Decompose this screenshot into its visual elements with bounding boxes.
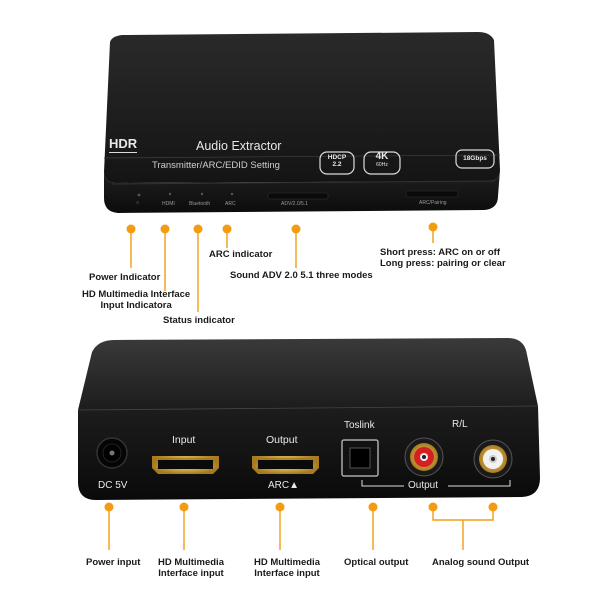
mode-button-label: ADV/2.0/5.1 <box>281 201 308 207</box>
toslink-port-label: Toslink <box>344 420 375 431</box>
hdmi-indicator-line1: HD Multimedia Interface <box>82 289 191 300</box>
bottom-device <box>77 338 540 500</box>
hdmi-indicator-label: HD Multimedia Interface Input Indicatora <box>82 289 190 311</box>
hdcp-badge-line2: 2.2 <box>332 161 342 168</box>
dc-5v-label: DC 5V <box>98 480 128 491</box>
arc-indicator-label: ARC indicator <box>209 249 273 260</box>
hdmi-output-label: HD Multimedia Interface input <box>254 557 320 579</box>
short-press-label: Short press: ARC on or off <box>380 247 500 258</box>
hdcp-badge: HDCP 2.2 <box>324 154 350 168</box>
power-led-label: ○ <box>136 200 140 206</box>
hdmi-input-label: HD Multimedia Interface input <box>158 557 224 579</box>
long-press-label: Long press: pairing or clear <box>380 258 506 269</box>
rl-port-label: R/L <box>452 419 468 430</box>
hdcp-badge-line1: HDCP <box>327 154 347 161</box>
top-device <box>103 32 501 213</box>
audio-output-port-label: Output <box>408 480 439 491</box>
arc-led-label: ARC <box>225 201 236 207</box>
hdr-logo-text: HDR <box>109 136 138 153</box>
4k-badge-line1: 4K <box>375 151 389 162</box>
hdmi-output-line1: HD Multimedia <box>254 557 320 568</box>
status-indicator-label: Status indicator <box>163 315 235 326</box>
top-callout-dots <box>126 222 438 234</box>
bottom-callout-dots <box>104 502 498 512</box>
speed-badge: 18Gbps <box>463 155 487 162</box>
hdmi-input-line2: Interface input <box>158 568 224 579</box>
power-input-label: Power input <box>86 557 141 568</box>
pairing-button-label: ARC/Pairing <box>419 200 447 206</box>
bluetooth-led-label: Bluetooth <box>189 201 211 207</box>
product-name: Audio Extractor <box>196 139 282 153</box>
hdmi-led-label: HDMI <box>162 201 175 207</box>
arc-port-label: ARC▲ <box>268 480 300 491</box>
bottom-callout-lines <box>108 507 494 550</box>
analog-output-label: Analog sound Output <box>432 557 530 568</box>
hdmi-output-line2: Interface input <box>254 568 320 579</box>
sound-modes-label: Sound ADV 2.0 5.1 three modes <box>230 270 373 281</box>
optical-output-label: Optical output <box>344 557 409 568</box>
hdmi-input-port-label: Input <box>172 434 196 446</box>
4k-badge: 4K 60Hz <box>368 152 396 170</box>
hdmi-input-line1: HD Multimedia <box>158 557 224 568</box>
power-indicator-label: Power Indicator <box>89 272 161 283</box>
hdmi-indicator-line2: Input Indicatora <box>100 300 172 311</box>
hdmi-output-port-label: Output <box>266 434 298 446</box>
4k-badge-line2: 60Hz <box>376 162 388 168</box>
product-subtitle: Transmitter/ARC/EDID Setting <box>152 160 280 171</box>
